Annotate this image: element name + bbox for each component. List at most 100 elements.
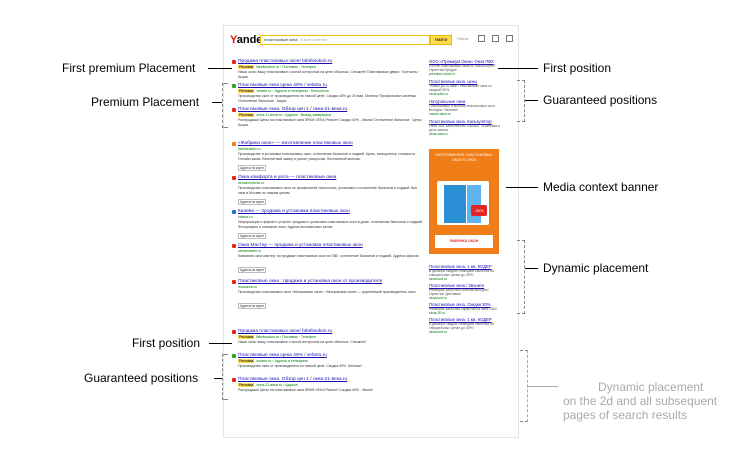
side-ad-url[interactable]: okna-kvd.ru [429,296,447,300]
side-ad-url[interactable]: okna-calc.ru [429,132,448,136]
side-ad-title[interactable]: Пластиковые окна. Калькулятор [429,119,492,124]
map-address-button[interactable]: Адреса на карте [238,233,266,239]
label-guaranteed-bottom: Guaranteed positions [84,371,199,385]
result-url-text[interactable]: окна-21-века.ru › Адреса · Выезд замерщи… [256,113,332,117]
login-icon[interactable] [506,35,513,42]
side-ad-title[interactable]: Пластиковые окна. 1 км. КОДЕР [429,317,492,322]
result-title-link[interactable]: Пластиковые окна Цена 49% / velarto.ru [238,83,327,88]
discount-badge: -30% [471,205,487,216]
map-address-button[interactable]: Адреса на карте [238,303,266,309]
favicon-icon [232,378,236,382]
result-title-link[interactable]: «Фабрика окон» — изготовление пластиковы… [238,141,353,146]
side-ad-url[interactable]: okna-kod.ru [429,330,447,334]
leader-line [525,100,538,101]
side-ad-desc: В декабре скидки! Немецкие качества на с… [429,269,494,277]
apps-grid-icon[interactable] [492,35,499,42]
side-ad-title[interactable]: Пластиковые окна. Скидки 30% [429,302,491,307]
favicon-icon [232,142,236,146]
result-url[interactable]: kaleva.ru [238,215,253,219]
result-url-text[interactable]: fabriksokon.ru › Поставки · Телефон [256,335,316,339]
settings-icon[interactable] [478,35,485,42]
result-title-link[interactable]: Калева — продажа и установка пластиковых… [238,209,350,214]
window-pane [467,185,481,223]
result-title-link[interactable]: Пластиковые окна. Обзор цен 1 / окна-21-… [238,107,348,112]
result-url-text[interactable]: kaleva.ru [238,215,253,219]
banner-caption: ИЗГОТОВЛЕНИЕ ПЛАСТИКОВЫХ ОКОН В СРОК [435,153,493,162]
result-url-text[interactable]: mosokna.ru [238,285,257,289]
result-url-text[interactable]: окна-21-века.ru › Адреса [256,383,298,387]
ad-badge: Реклама [238,359,255,363]
map-address-button[interactable]: Адреса на карте [238,165,266,171]
result-url-text[interactable]: oknamaster.ru [238,249,261,253]
side-ad-desc: Окна ПВХ Качественно. Быстро. Установка … [429,124,500,132]
side-ad-title[interactable]: ООО «Премиум Окна» Окна ПВХ [429,59,494,64]
side-ad-title[interactable]: Пластиковые окна, 1 км, КОДЕР [429,264,492,269]
result-title-link[interactable]: Пластиковые окна : продажа и установка о… [238,279,383,284]
result-snippet: Компания окна мастер: по продаже пластик… [238,254,420,258]
leader-line [208,68,232,69]
side-ad-url[interactable]: okna-sale.ru [429,92,448,96]
banner-brand: ФАБРИКА ОКОН [435,235,493,248]
result-snippet: Производство и установка пластиковых око… [238,152,416,161]
result-url[interactable]: mosokna.ru [238,285,257,289]
bracket [222,354,228,400]
result-title-link[interactable]: Окна Мастер — продажа и установка пласти… [238,243,363,248]
ad-badge: Реклама [238,65,255,69]
result-snippet: Наши окна: вашу пластиковые с ясной конт… [238,340,366,344]
result-url-text[interactable]: fabriksokon.ru › Поставки · Телефон [256,65,316,69]
label-guaranteed-top: Guaranteed positions [543,93,658,107]
bracket [517,240,525,314]
side-ad-url[interactable]: premium-okna.ru [429,72,455,76]
leader-line [528,386,558,387]
side-ad-desc: Хотите пластиковые окна по низкой цене? … [429,64,496,72]
leader-line [212,102,222,103]
label-first-premium: First premium Placement [62,61,196,75]
map-address-button[interactable]: Адреса на карте [238,267,266,273]
result-url[interactable]: oknamaster.ru [238,249,261,253]
result-url-text[interactable]: fabriksokon.ru [238,147,261,151]
result-title-link[interactable]: Окна комфорта и уюта — пластиковые окна [238,175,337,180]
result-url[interactable]: fabriksokon.ru [238,147,261,151]
side-ad[interactable]: Пластиковые окна. Скидки 30%Немецкие кач… [429,302,501,315]
result-url-text[interactable]: velarto.ru › Адреса и телефоны [256,359,308,363]
result-title-link[interactable]: Продажа пластиковых окон! fabriksokon.ru [238,59,333,64]
side-ad-url[interactable]: okna-kod.ru [429,277,447,281]
media-banner[interactable]: ИЗГОТОВЛЕНИЕ ПЛАСТИКОВЫХ ОКОН В СРОК -30… [429,149,499,254]
side-ad-title[interactable]: Натуральные окна [429,99,466,104]
leader-line [498,68,538,69]
side-ad-url[interactable]: okna-30.ru [429,311,446,315]
side-ad-title[interactable]: Пластиковые окна / Звоните [429,283,485,288]
find-button[interactable]: Найти [430,35,452,45]
header-mail-link[interactable]: Почта [457,36,469,41]
result-title-link[interactable]: Пластиковые окна Цена 49% / velarto.ru [238,353,327,358]
result-title-link[interactable]: Пластиковые окна. Обзор цен 1 / окна-21-… [238,377,348,382]
result-snippet: Производство окон от производителя по ни… [238,364,362,368]
result-url[interactable]: oknakomforta.ru [238,181,264,185]
side-ad-url[interactable]: nature-okna.ru [429,112,452,116]
side-ad-title[interactable]: Пластиковые окна: цены [429,79,478,84]
result-url-text[interactable]: velarto.ru › Адреса и телефоны · Бесплат… [256,89,329,93]
bracket [520,350,528,422]
result-url-text[interactable]: oknakomforta.ru [238,181,264,185]
leader-line [506,187,538,188]
result-title-link[interactable]: Продажа пластиковых окон! fabriksokon.ru [238,329,333,334]
window-pane [444,185,466,223]
map-address-button[interactable]: Адреса на карте [238,199,266,205]
